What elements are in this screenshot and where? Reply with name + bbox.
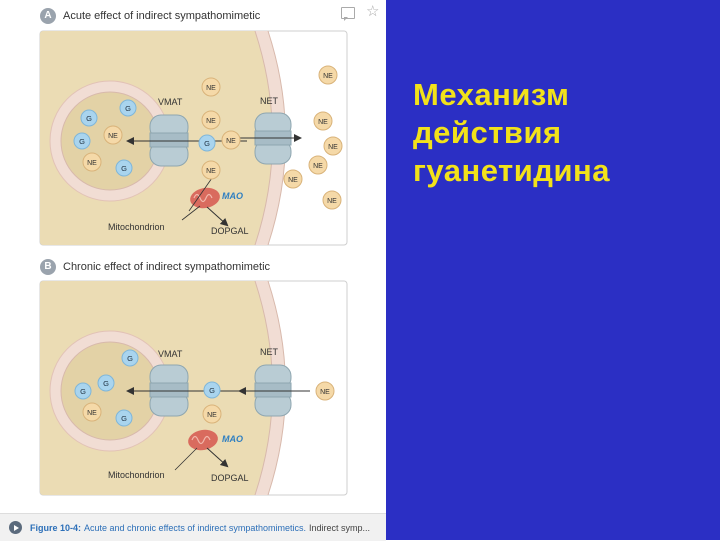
panel-a-vesicle-molecule-2: NE — [103, 125, 123, 145]
svg-text:NE: NE — [87, 160, 97, 167]
panel-a-vesicle-molecule-5: G — [115, 159, 133, 177]
figure-caption: Acute and chronic effects of indirect sy… — [84, 522, 306, 533]
figure-label: Figure 10-4: — [30, 522, 82, 533]
panel-b-heading: B Chronic effect of indirect sympathomim… — [40, 259, 270, 275]
svg-text:NE: NE — [328, 144, 338, 151]
panel-b-badge: B — [40, 259, 56, 275]
panel-a-mitochondrion — [190, 187, 220, 209]
panel-a-mao-pointer — [188, 177, 213, 212]
panel-b-diagram: VMAT NET MAO Mitochondrion DOPGAL G G G — [39, 280, 348, 496]
panel-b-outside-molecule-0: NE — [315, 381, 335, 401]
svg-text:G: G — [80, 387, 86, 396]
panel-b-cyto-molecule-1: NE — [202, 404, 222, 424]
star-icon[interactable]: ☆ — [366, 3, 380, 20]
panel-b-vmat-label: VMAT — [158, 349, 183, 359]
svg-text:NE: NE — [206, 85, 216, 92]
panel-a-outside-molecule-2: NE — [323, 136, 343, 156]
panel-b-membrane — [255, 281, 286, 495]
panel-b-mao-label: MAO — [222, 434, 243, 444]
svg-text:G: G — [79, 137, 85, 146]
svg-text:G: G — [103, 379, 109, 388]
svg-text:G: G — [125, 104, 131, 113]
slide-title: Механизм действия гуанетидина — [413, 77, 610, 188]
comment-icon[interactable] — [341, 7, 355, 21]
figure-panel: ☆ A Acute effect of indirect sympathomim… — [0, 3, 386, 541]
figure-caption-more[interactable]: Indirect symp... — [308, 522, 370, 533]
diagram-canvas: VMAT NET MAO Mitochondrion DOPGAL — [39, 30, 348, 496]
panel-a-vmat-label: VMAT — [158, 97, 183, 107]
panel-a-cyto-molecule-4: NE — [201, 160, 221, 180]
panel-a-vesicle-molecule-0: G — [119, 99, 137, 117]
panel-a-cyto-molecule-2: G — [198, 134, 216, 152]
play-icon[interactable] — [9, 521, 22, 534]
svg-text:G: G — [121, 164, 127, 173]
svg-text:NE: NE — [226, 138, 236, 145]
panel-b-vesicle-molecule-4: G — [115, 409, 133, 427]
panel-a-dopgal-label: DOPGAL — [211, 226, 249, 236]
panel-a-vesicle-molecule-1: G — [80, 109, 98, 127]
panel-b-vesicle-molecule-3: NE — [82, 402, 102, 422]
panel-a-cyto-molecule-0: NE — [201, 77, 221, 97]
panel-b-dopgal-label: DOPGAL — [211, 473, 249, 483]
panel-b-net-label: NET — [260, 347, 279, 357]
svg-text:NE: NE — [318, 119, 328, 126]
panel-a-outside-molecule-3: NE — [308, 155, 328, 175]
svg-text:G: G — [204, 139, 210, 148]
panel-a-diagram: VMAT NET MAO Mitochondrion DOPGAL — [39, 30, 348, 246]
panel-a-vmat — [149, 114, 189, 167]
panel-a-badge: A — [40, 8, 56, 24]
panel-b-net — [254, 364, 292, 417]
panel-b-mitochondrion-label: Mitochondrion — [108, 470, 165, 480]
panel-a-title: Acute effect of indirect sympathomimetic — [63, 10, 261, 22]
svg-text:NE: NE — [313, 163, 323, 170]
panel-a-mao-label: MAO — [222, 191, 243, 201]
panel-a-outside-molecule-5: NE — [322, 190, 342, 210]
svg-text:NE: NE — [207, 412, 217, 419]
panel-a-outside-molecule-4: NE — [283, 169, 303, 189]
svg-text:NE: NE — [327, 198, 337, 205]
panel-a-vesicle-molecule-4: NE — [82, 152, 102, 172]
panel-b-vesicle-molecule-1: G — [97, 374, 115, 392]
panel-a-mito-pointer — [181, 205, 201, 221]
panel-b-vesicle-molecule-2: G — [74, 382, 92, 400]
svg-text:NE: NE — [323, 73, 333, 80]
panel-a-dopgal-arrow — [206, 206, 229, 227]
svg-text:NE: NE — [206, 118, 216, 125]
svg-text:NE: NE — [288, 177, 298, 184]
svg-text:G: G — [209, 386, 215, 395]
svg-text:NE: NE — [320, 389, 330, 396]
panel-b-title: Chronic effect of indirect sympathomimet… — [63, 261, 271, 273]
svg-text:G: G — [127, 354, 133, 363]
panel-a-membrane — [255, 31, 286, 245]
panel-a-heading: A Acute effect of indirect sympathomimet… — [40, 8, 260, 24]
panel-a-mitochondrion-label: Mitochondrion — [108, 222, 165, 232]
slide-title-panel: Механизм действия гуанетидина — [386, 0, 720, 540]
svg-text:G: G — [86, 114, 92, 123]
svg-text:NE: NE — [206, 168, 216, 175]
panel-a-cyto-molecule-1: NE — [201, 110, 221, 130]
panel-a-outside-molecule-0: NE — [318, 65, 338, 85]
panel-b-vmat — [149, 364, 189, 417]
svg-text:NE: NE — [87, 410, 97, 417]
panel-a-outside-molecule-1: NE — [313, 111, 333, 131]
panel-b-dopgal-arrow — [206, 447, 229, 468]
panel-a-vesicle-molecule-3: G — [73, 132, 91, 150]
panel-b-cyto-molecule-0: G — [203, 381, 221, 399]
svg-text:G: G — [121, 414, 127, 423]
panel-b-mito-pointer — [174, 447, 198, 471]
figure-caption-bar[interactable]: Figure 10-4: Acute and chronic effects o… — [0, 513, 386, 541]
panel-b-vesicle-molecule-0: G — [121, 349, 139, 367]
panel-a-net-label: NET — [260, 96, 279, 106]
panel-a-cyto-molecule-3: NE — [221, 130, 241, 150]
svg-text:NE: NE — [108, 133, 118, 140]
panel-b-mitochondrion — [188, 429, 218, 451]
